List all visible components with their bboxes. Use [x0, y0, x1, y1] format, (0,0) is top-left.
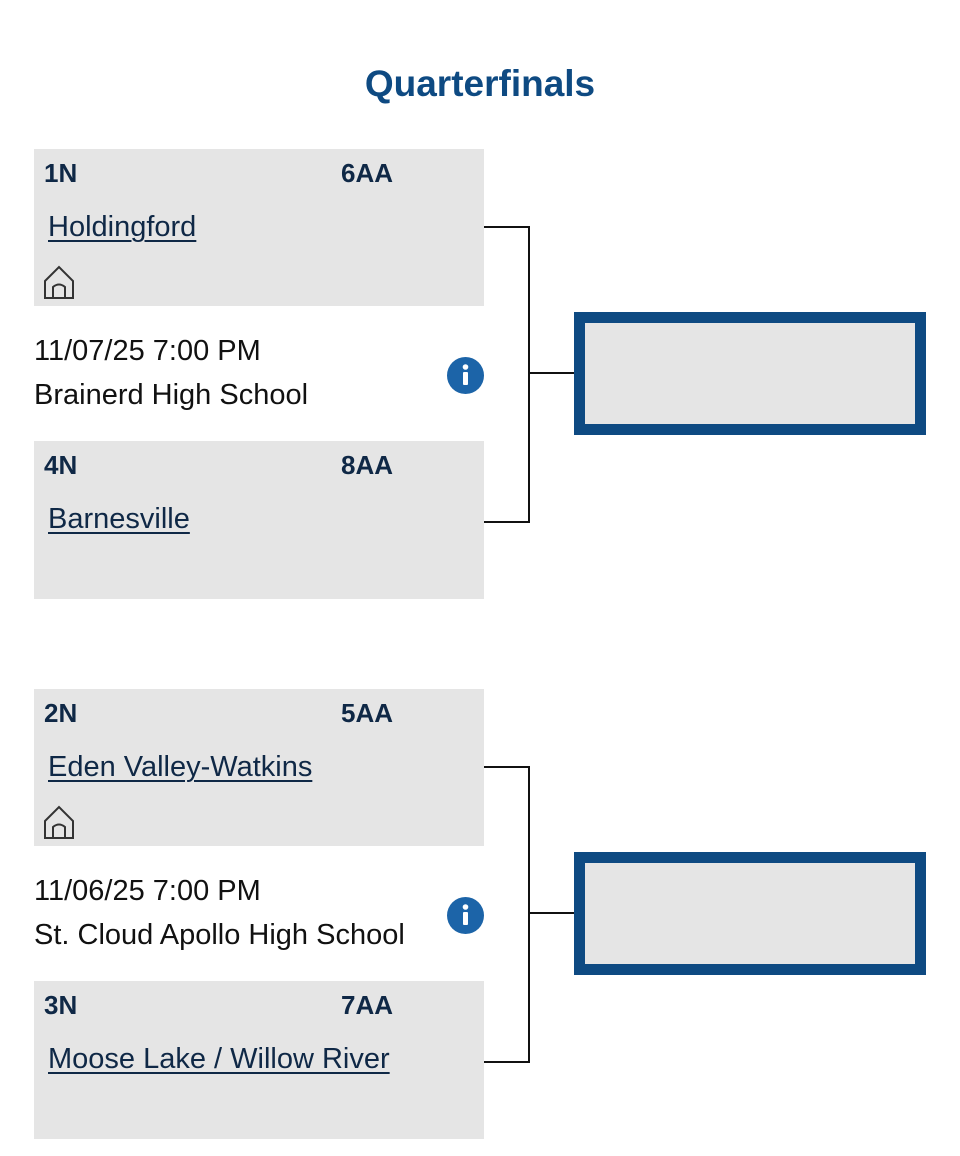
class-seed: 7AA [341, 990, 394, 1020]
section-seed: 1N [44, 158, 78, 188]
bracket-connector [528, 912, 574, 914]
game-details: 11/06/25 7:00 PM St. Cloud Apollo High S… [34, 869, 405, 957]
team-card-top: 1N 6AA Holdingford [34, 149, 484, 306]
bracket-connector [484, 1061, 530, 1063]
section-seed: 2N [44, 698, 78, 728]
bracket-connector [484, 766, 530, 768]
info-icon[interactable] [447, 357, 484, 394]
class-seed: 8AA [341, 450, 394, 480]
team-link-barnesville[interactable]: Barnesville [48, 503, 190, 535]
semifinal-slot [574, 312, 926, 435]
home-icon [44, 805, 74, 839]
team-card-bottom: 4N 8AA Barnesville [34, 441, 484, 599]
info-icon[interactable] [447, 897, 484, 934]
bracket-connector [528, 372, 574, 374]
game-details: 11/07/25 7:00 PM Brainerd High School [34, 329, 308, 417]
class-seed: 6AA [341, 158, 394, 188]
team-card-bottom: 3N 7AA Moose Lake / Willow River [34, 981, 484, 1139]
home-icon [44, 265, 74, 299]
bracket-connector [484, 226, 530, 228]
team-link-holdingford[interactable]: Holdingford [48, 211, 197, 243]
team-link-moose-lake-willow-river[interactable]: Moose Lake / Willow River [48, 1043, 390, 1075]
game-datetime: 11/06/25 7:00 PM [34, 875, 261, 907]
team-card-top: 2N 5AA Eden Valley-Watkins [34, 689, 484, 846]
section-seed: 4N [44, 450, 78, 480]
bracket-connector [528, 766, 530, 1063]
game-location: St. Cloud Apollo High School [34, 919, 405, 951]
bracket-connector [484, 521, 530, 523]
bracket-connector [528, 226, 530, 523]
semifinal-slot [574, 852, 926, 975]
section-seed: 3N [44, 990, 78, 1020]
class-seed: 5AA [341, 698, 394, 728]
game-location: Brainerd High School [34, 379, 309, 411]
game-datetime: 11/07/25 7:00 PM [34, 335, 261, 367]
team-link-eden-valley-watkins[interactable]: Eden Valley-Watkins [48, 751, 313, 783]
round-title: Quarterfinals [364, 63, 596, 104]
